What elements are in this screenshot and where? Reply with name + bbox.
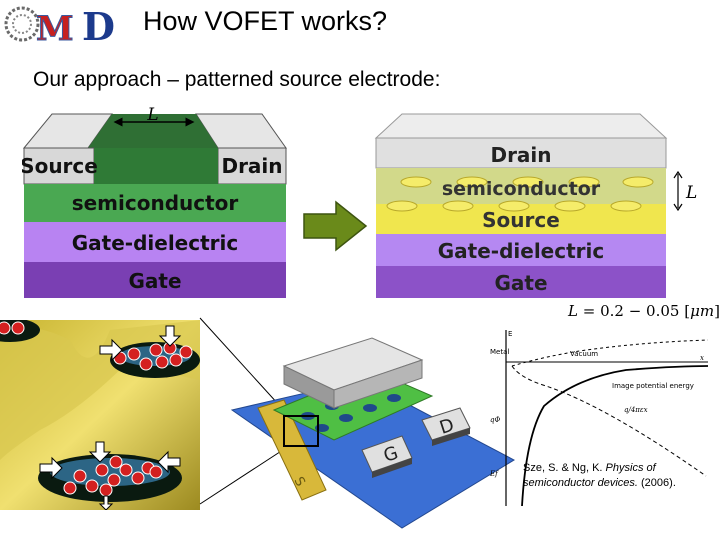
- lateral-ofet-diagram: L Source Drain semiconductor Gate-dielec…: [22, 105, 287, 298]
- barrier-height-label: qΦ: [490, 416, 500, 424]
- source-label: Source: [482, 208, 560, 232]
- drain-label: Drain: [221, 154, 282, 178]
- vacuum-label: Vacuum: [570, 350, 598, 358]
- drain-side: [283, 365, 335, 409]
- citation-title: Physics of semiconductor devices.: [523, 462, 656, 489]
- channel-block: [94, 148, 218, 184]
- energy-axis-label: E: [508, 330, 512, 338]
- charge-injection-closeup: [0, 320, 200, 510]
- slide-title: How VOFET works?: [143, 6, 388, 36]
- zoom-connector: [199, 317, 290, 505]
- vertical-ofet-diagram: L Drain semiconductor Source Gate-dielec…: [374, 113, 697, 298]
- citation-authors: Sze, S. & Ng, K.: [523, 462, 603, 474]
- semiconductor-label: semiconductor: [72, 191, 239, 215]
- drain-label: Drain: [490, 143, 551, 167]
- fermi-level-label: Ef: [489, 470, 499, 478]
- dielectric-layer: [376, 234, 666, 266]
- dielectric-label: Gate-dielectric: [438, 239, 604, 263]
- gate-layer: [24, 262, 286, 298]
- right-arrow-icon: [303, 200, 368, 252]
- molecule-icon: [4, 6, 40, 42]
- formula-unit: μm: [690, 302, 715, 320]
- length-formula: L = 0.2 − 0.05 [μm]: [568, 302, 720, 320]
- image-potential-expression: q/4πεx: [624, 406, 648, 414]
- logo: M D: [4, 4, 115, 50]
- d-contact-label: D: [437, 414, 457, 438]
- semiconductor-layer: [24, 184, 286, 222]
- slide-subtitle: Our approach – patterned source electrod…: [33, 68, 441, 91]
- zoom-box: [283, 415, 319, 447]
- semiconductor-label: semiconductor: [442, 178, 601, 200]
- formula-rhs: = 0.2 − 0.05: [582, 302, 680, 320]
- gate-label: Gate: [494, 271, 547, 295]
- g-contact-label: G: [381, 442, 401, 466]
- source-label: Source: [22, 154, 98, 178]
- image-potential-plot: Metal Vacuum Image potential energy E x …: [489, 330, 709, 507]
- gate-strip: [257, 399, 327, 501]
- device-3d-render: G D S: [230, 337, 516, 529]
- logo-letter-m: M: [36, 9, 74, 49]
- metal-label: Metal: [490, 348, 509, 356]
- citation: Sze, S. & Ng, K. Physics of semiconducto…: [523, 461, 703, 491]
- current-arrows: [39, 325, 182, 510]
- drain-block: [217, 147, 287, 185]
- dielectric-label: Gate-dielectric: [72, 231, 238, 255]
- dielectric-layer: [24, 222, 286, 262]
- gate-layer: [376, 266, 666, 298]
- citation-year: (2006).: [641, 477, 676, 489]
- source-pillars: [386, 176, 654, 212]
- charge-markers: [0, 321, 193, 497]
- d-contact: D: [421, 407, 471, 446]
- x-axis-label: x: [700, 354, 704, 362]
- drain-top-face: [374, 113, 668, 139]
- thickness-label: L: [685, 183, 697, 203]
- g-contact: G: [361, 435, 413, 478]
- formula-lhs: L: [568, 302, 578, 320]
- length-label: L: [146, 105, 158, 125]
- gate-label: Gate: [128, 269, 181, 293]
- potential-curve: [521, 365, 709, 507]
- drain-layer: [375, 137, 667, 169]
- logo-letter-d: D: [82, 4, 115, 49]
- image-potential-label: Image potential energy: [612, 382, 694, 390]
- image-potential-curve: [511, 365, 707, 477]
